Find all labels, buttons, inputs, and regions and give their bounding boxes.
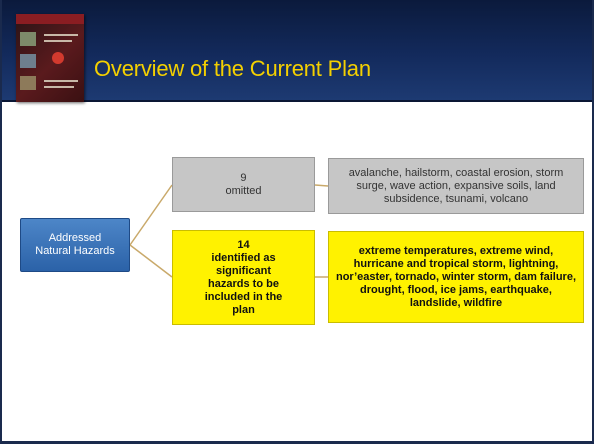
header-rule: [2, 100, 592, 102]
root-node-label: Addressed Natural Hazards: [35, 232, 115, 257]
slide-title: Overview of the Current Plan: [94, 56, 371, 81]
connector-root-omitted: [129, 184, 173, 246]
omitted-hazards-list-node: avalanche, hailstorm, coastal erosion, s…: [328, 158, 584, 214]
thumbnail-photo: [20, 54, 36, 68]
thumbnail-text-line: [44, 80, 78, 82]
omitted-count-node: 9 omitted: [172, 157, 315, 212]
plan-cover-thumbnail: [16, 14, 84, 102]
thumbnail-seal: [52, 52, 64, 64]
thumbnail-text-line: [44, 86, 74, 88]
identified-hazards-list-node: extreme temperatures, extreme wind, hurr…: [328, 231, 584, 323]
omitted-hazards-list: avalanche, hailstorm, coastal erosion, s…: [348, 166, 564, 205]
thumbnail-banner: [16, 14, 84, 24]
identified-hazards-list: extreme temperatures, extreme wind, hurr…: [335, 244, 577, 309]
root-node-natural-hazards: Addressed Natural Hazards: [20, 218, 130, 272]
identified-count-node: 14 identified as significant hazards to …: [172, 230, 315, 325]
omitted-count-label: 9 omitted: [225, 171, 262, 197]
identified-count-label: 14 identified as significant hazards to …: [204, 238, 283, 316]
thumbnail-photo: [20, 76, 36, 90]
thumbnail-text-line: [44, 34, 78, 36]
header-band: [2, 0, 592, 100]
thumbnail-photo: [20, 32, 36, 46]
thumbnail-text-line: [44, 40, 72, 42]
connector-root-identified: [129, 244, 173, 278]
connector-omitted-list: [314, 184, 329, 187]
